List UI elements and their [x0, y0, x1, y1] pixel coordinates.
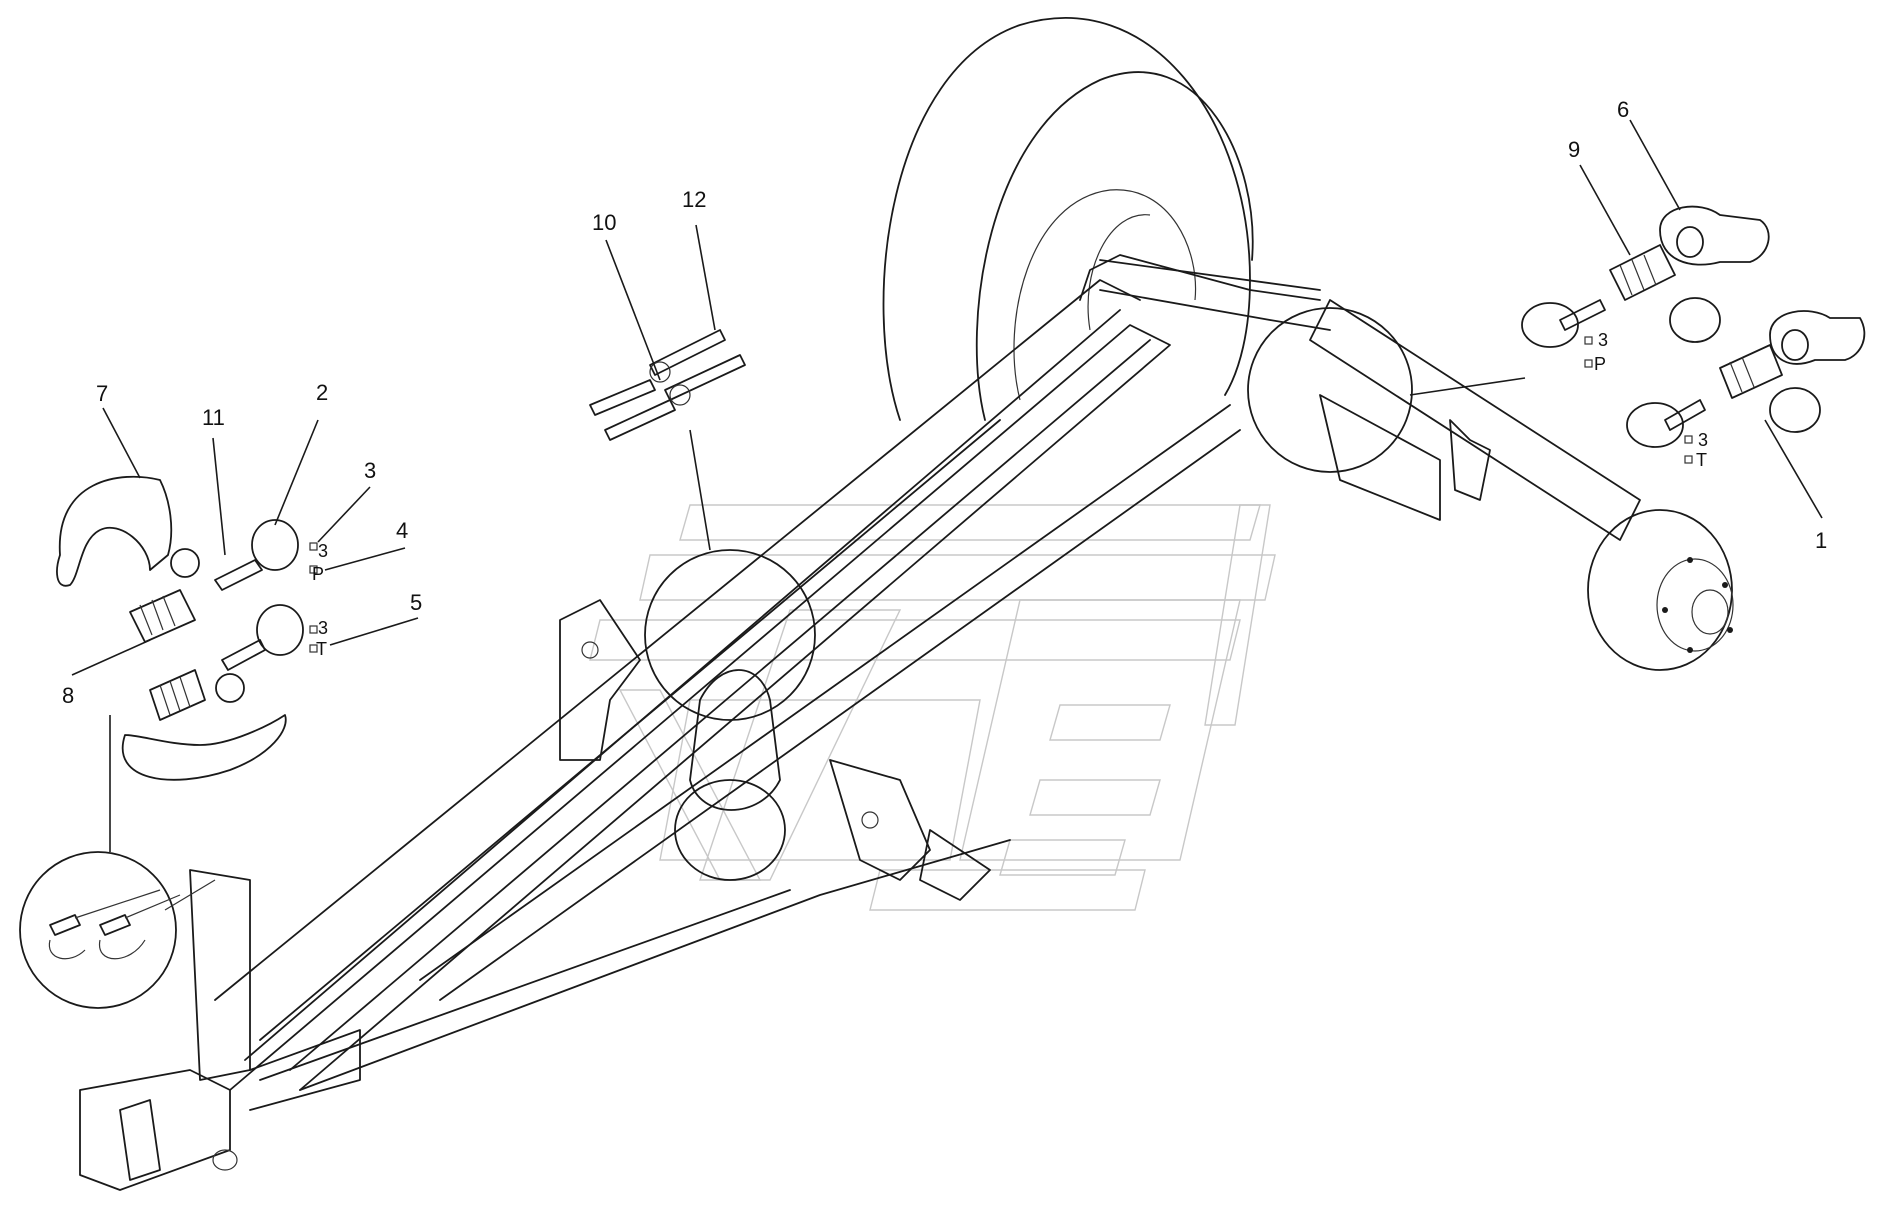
callout-10: 10: [592, 210, 616, 235]
port-markings: 3 P 3 T 3 P 3 T: [312, 330, 1708, 659]
callout-11: 11: [202, 405, 225, 430]
left-coupler-group: [56, 475, 318, 781]
detail-circles: [19, 307, 1526, 1009]
left-lower-qty: 3: [318, 618, 328, 638]
callout-1: 1: [1815, 528, 1827, 553]
right-lower-qty: 3: [1698, 430, 1708, 450]
hitch: [79, 869, 361, 1191]
callout-12: 12: [682, 187, 706, 212]
detail-couplers-mini: [48, 889, 181, 960]
callout-6: 6: [1617, 97, 1629, 122]
right-upper-qty: 3: [1598, 330, 1608, 350]
left-upper-qty: 3: [318, 541, 328, 561]
callout-5: 5: [410, 590, 422, 615]
callout-7: 7: [96, 381, 108, 406]
watermark-logo: [589, 504, 1276, 911]
leader-lines: [71, 119, 1823, 676]
callout-8: 8: [62, 683, 74, 708]
wheel-tire: [882, 17, 1254, 421]
right-coupler-group: [1521, 205, 1866, 464]
callout-9: 9: [1568, 137, 1580, 162]
rear-axle: [1309, 299, 1734, 671]
left-lower-port: T: [316, 639, 327, 659]
callout-4: 4: [396, 518, 408, 543]
left-upper-port: P: [312, 564, 324, 584]
right-upper-port: P: [1594, 354, 1606, 374]
center-bracket: [559, 599, 991, 901]
right-lower-port: T: [1696, 450, 1707, 470]
drawbar-frame: [214, 254, 1331, 1091]
callout-3: 3: [364, 458, 376, 483]
center-adapters: [589, 329, 746, 441]
callout-labels: 1 2 3 4 5 6 7 8 9 10 11 12: [62, 97, 1827, 708]
callout-2: 2: [316, 380, 328, 405]
